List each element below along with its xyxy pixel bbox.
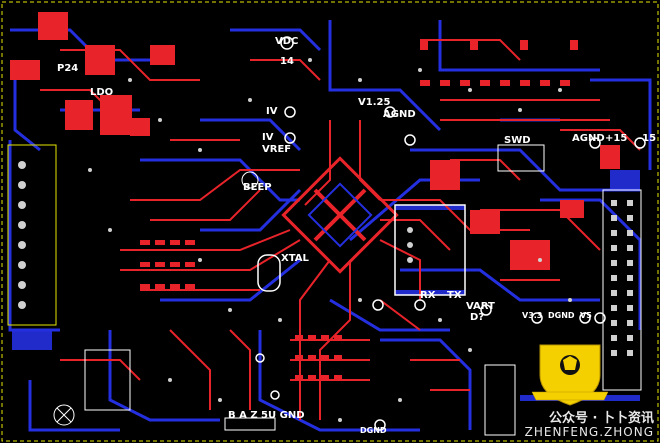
label-tx: TX: [447, 290, 462, 301]
bottom-copper-fill: [12, 170, 640, 401]
label-vref: VREF: [262, 144, 291, 155]
watermark-author: ZHENFENG.ZHONG: [524, 424, 654, 439]
watermark: 公众号 · 卜卜资讯 ZHENFENG.ZHONG: [524, 410, 654, 439]
label-agnd-right: AGND: [572, 133, 605, 144]
label-gnd-bottom: B A Z 5U GND: [228, 410, 305, 421]
left-header: [7, 144, 57, 326]
label-beep: BEEP: [243, 182, 272, 193]
silkscreen-labels: P24 LDO VDC 14 V1.25 AGND IV IV VREF BEE…: [57, 36, 656, 435]
label-d-q: D?: [470, 312, 484, 323]
right-header: [602, 189, 642, 391]
label-ldo: LDO: [90, 87, 113, 98]
label-14: 14: [280, 56, 294, 67]
swd-header: [497, 144, 545, 172]
label-plus15: +15: [605, 133, 627, 144]
label-dgnd-mid: DGND: [548, 311, 575, 320]
buzzer: [241, 171, 259, 189]
rj-connector: [394, 204, 466, 296]
label-v5: V5: [580, 311, 592, 320]
label-p24: P24: [57, 63, 78, 74]
vias: [88, 58, 572, 422]
crystal: [257, 254, 281, 292]
label-dgnd-bottom: DGND: [360, 426, 387, 435]
label-vart: VART: [466, 301, 495, 312]
label-v125: V1.25: [358, 97, 390, 108]
top-copper-fill: [10, 12, 620, 270]
label-vdc: VDC: [275, 36, 298, 47]
label-rx: RX: [420, 290, 436, 301]
bottom-left-module: [53, 349, 131, 426]
watermark-account: 公众号 · 卜卜资讯: [549, 410, 654, 426]
label-iv-1: IV: [266, 106, 278, 117]
label-v33: V3.3: [522, 311, 542, 320]
smd-components: [140, 40, 578, 381]
label-minus15: -15: [638, 133, 656, 144]
shield-logo-icon: [531, 344, 609, 406]
bottom-connector: [224, 364, 516, 436]
label-swd: SWD: [504, 135, 531, 146]
label-xtal: XTAL: [281, 253, 309, 264]
test-points: [255, 36, 646, 431]
label-iv-2: IV: [262, 132, 274, 143]
mcu-chip: [281, 156, 399, 274]
label-agnd-top: AGND: [383, 109, 416, 120]
